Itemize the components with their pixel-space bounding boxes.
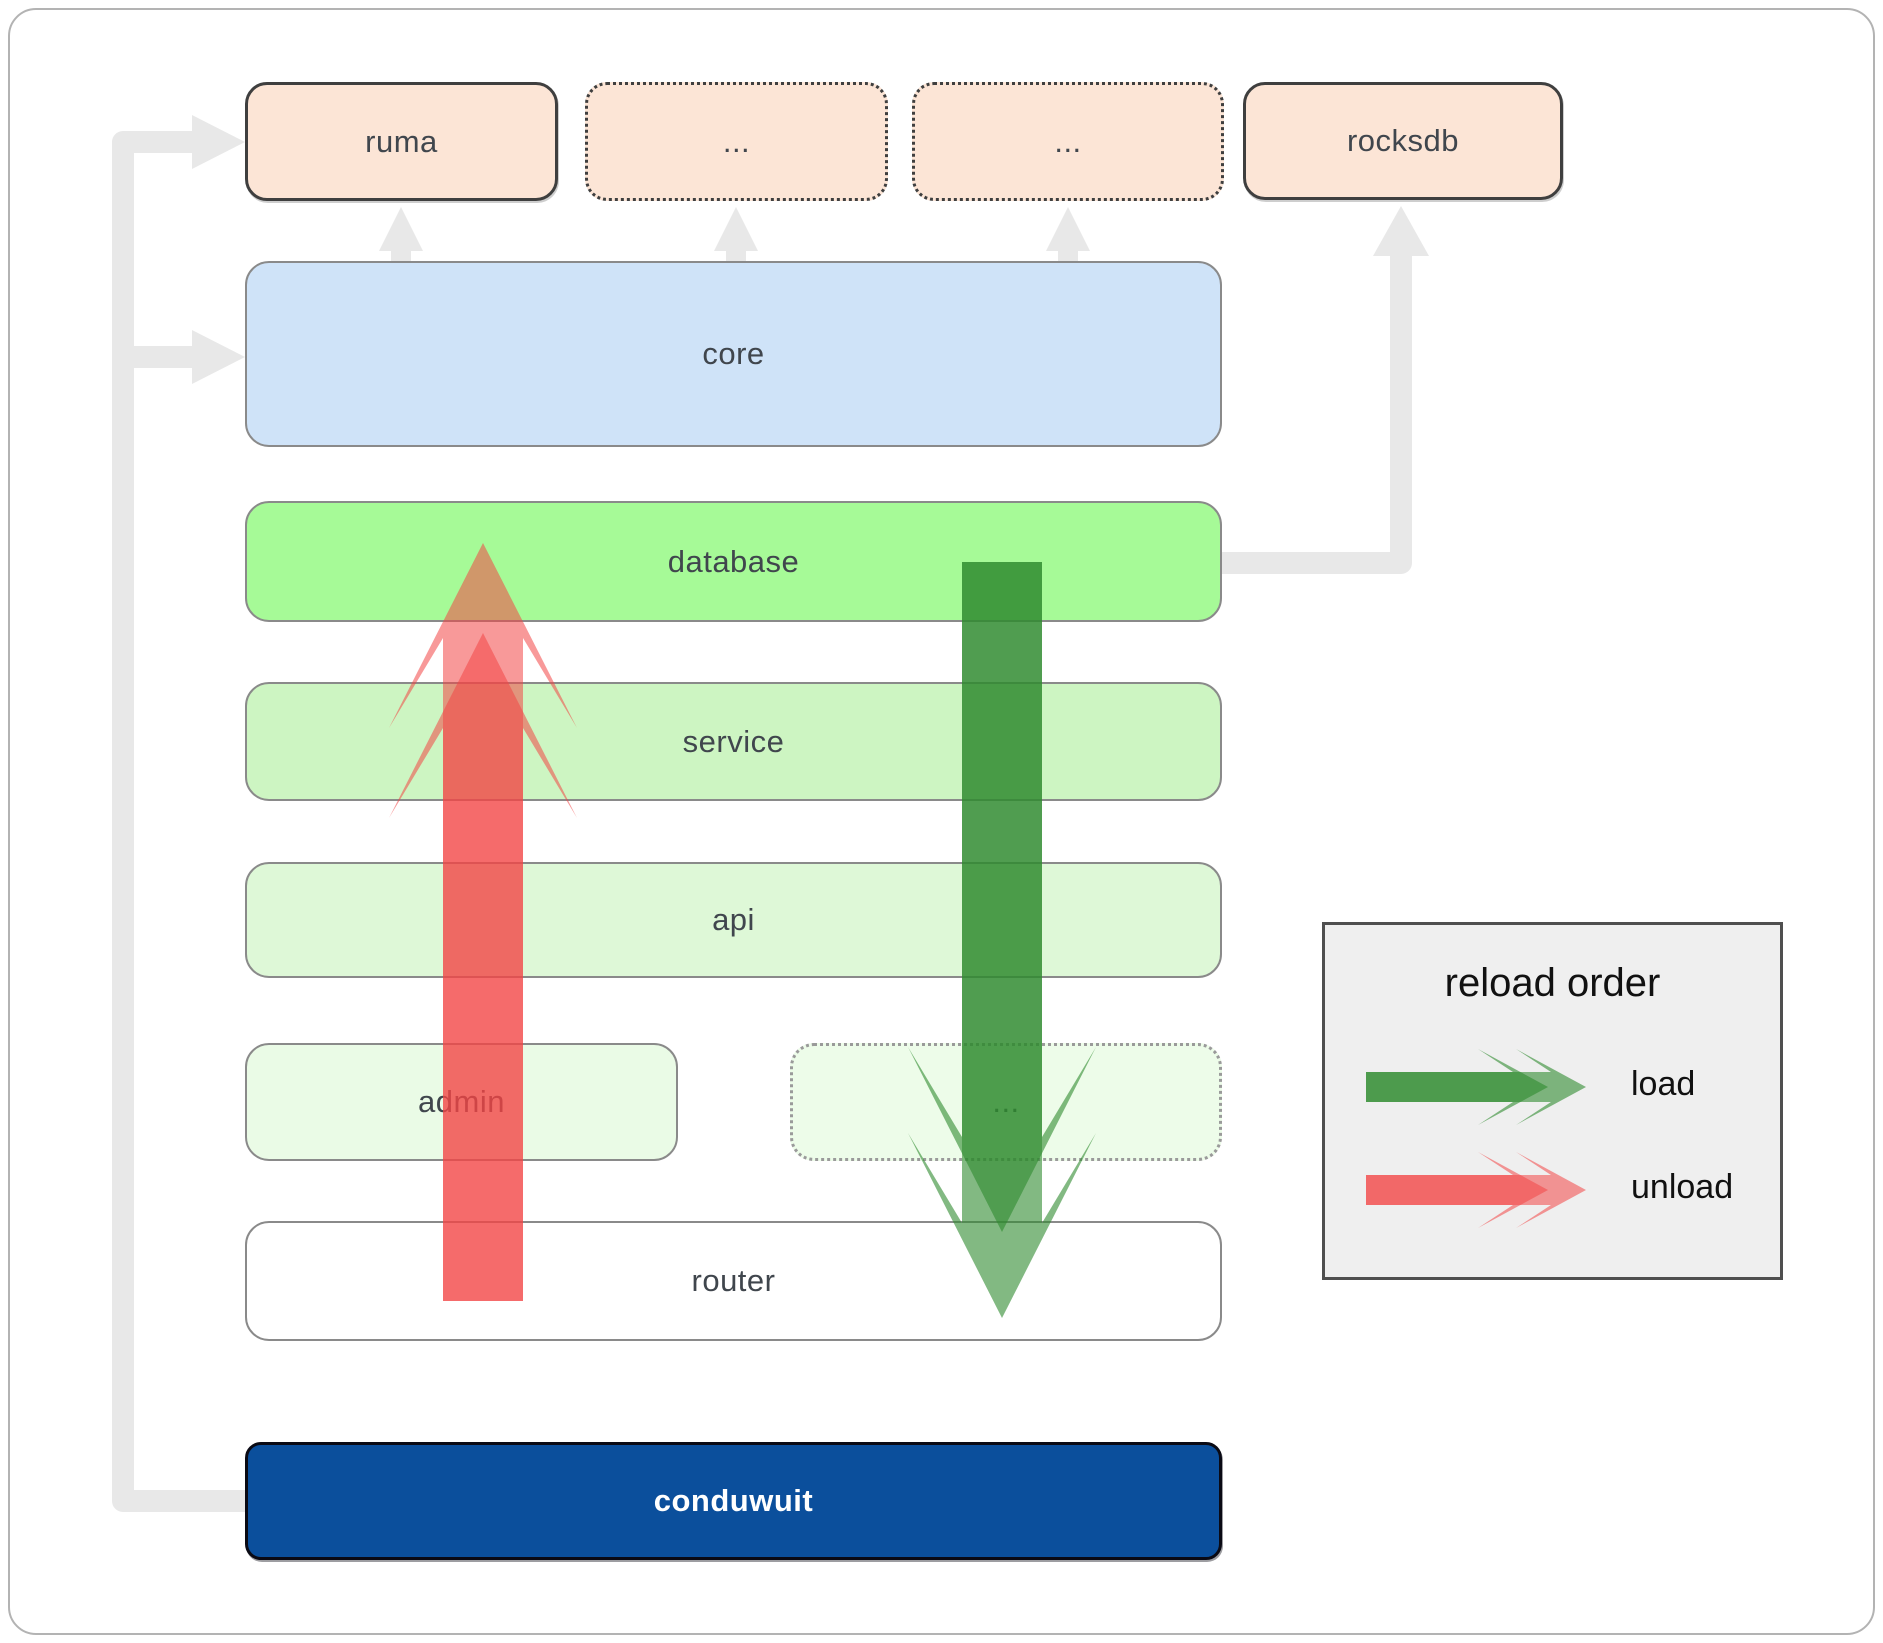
legend-unload-arrow-echo — [1366, 1152, 1548, 1228]
node-api-label: api — [712, 902, 755, 937]
node-api: api — [245, 862, 1222, 978]
node-core: core — [245, 261, 1222, 447]
node-core-label: core — [702, 336, 765, 371]
legend: reload order load unload — [1322, 922, 1783, 1280]
node-ellipsis-mid: ... — [790, 1043, 1222, 1161]
legend-unload-label: unload — [1631, 1168, 1734, 1206]
node-ruma-label: ruma — [365, 123, 438, 159]
legend-load-arrow-echo — [1366, 1049, 1548, 1125]
node-service: service — [245, 682, 1222, 801]
node-ellipsis-top-1: ... — [585, 82, 888, 201]
legend-arrows — [1366, 1049, 1586, 1228]
legend-title: reload order — [1444, 961, 1661, 1005]
legend-load-label: load — [1631, 1065, 1696, 1103]
node-ellipsis-mid-label: ... — [992, 1084, 1020, 1119]
node-service-label: service — [682, 723, 785, 759]
node-ellipsis-top-1-label: ... — [722, 123, 751, 159]
node-ruma: ruma — [245, 82, 558, 201]
node-conduwuit-label: conduwuit — [653, 1483, 814, 1518]
node-ellipsis-top-2-label: ... — [1054, 123, 1082, 159]
node-conduwuit: conduwuit — [245, 1442, 1222, 1560]
node-router: router — [245, 1221, 1222, 1341]
node-database: database — [245, 501, 1222, 622]
node-rocksdb: rocksdb — [1243, 82, 1563, 200]
node-rocksdb-label: rocksdb — [1346, 123, 1460, 158]
node-admin-label: admin — [418, 1084, 505, 1119]
node-ellipsis-top-2: ... — [912, 82, 1224, 201]
node-admin: admin — [245, 1043, 678, 1161]
node-database-label: database — [667, 543, 800, 579]
node-router-label: router — [691, 1263, 776, 1298]
